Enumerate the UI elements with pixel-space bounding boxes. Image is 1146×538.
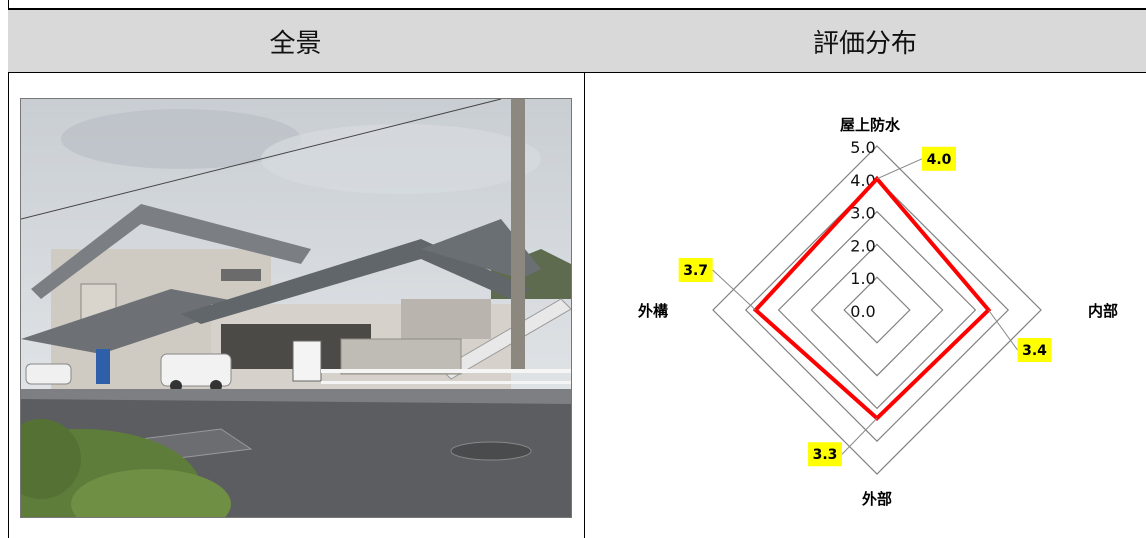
value-leader-line — [988, 309, 1018, 351]
tick-label: 3.0 — [850, 204, 875, 223]
overview-header: 全景 — [269, 28, 322, 59]
evaluation-distribution-header: 評価分布 — [812, 28, 917, 59]
value-leader-line — [712, 269, 756, 311]
table-middle-divider — [584, 8, 585, 538]
tick-label: 0.0 — [850, 302, 875, 321]
axis-label-3: 外構 — [637, 302, 668, 320]
tick-label: 2.0 — [850, 236, 875, 255]
axis-label-0: 屋上防水 — [840, 116, 901, 134]
value-label: 3.7 — [683, 263, 708, 279]
radar-grid — [712, 145, 1042, 475]
value-label-box — [1017, 338, 1052, 362]
tick-label: 1.0 — [850, 269, 875, 288]
table-header-row: 全景 評価分布 — [8, 8, 1146, 73]
value-label-box — [808, 442, 842, 467]
radar-value-labels: 4.0 3.4 3.3 3.7 — [678, 146, 1052, 467]
value-label-box — [678, 258, 713, 282]
photo-drawing — [21, 99, 571, 517]
grid-ring-3 — [777, 210, 977, 410]
grid-ring-2 — [810, 243, 944, 377]
value-leader-line — [841, 417, 878, 455]
axis-label-1: 内部 — [1088, 302, 1118, 320]
grid-ring-1 — [843, 276, 911, 344]
tick-label: 5.0 — [850, 138, 875, 157]
axis-label-2: 外部 — [861, 490, 892, 508]
value-label: 4.0 — [927, 152, 952, 168]
value-label-box — [922, 146, 956, 171]
grid-ring-5 — [712, 145, 1042, 475]
building-exterior-photo — [20, 98, 572, 518]
value-label: 3.3 — [813, 447, 838, 463]
value-label: 3.4 — [1022, 343, 1047, 359]
value-leader-line — [876, 158, 923, 180]
radar-tick-labels: 0.01.02.03.04.05.0 — [850, 138, 875, 321]
table-left-border — [8, 0, 9, 538]
grid-ring-4 — [744, 177, 1010, 443]
